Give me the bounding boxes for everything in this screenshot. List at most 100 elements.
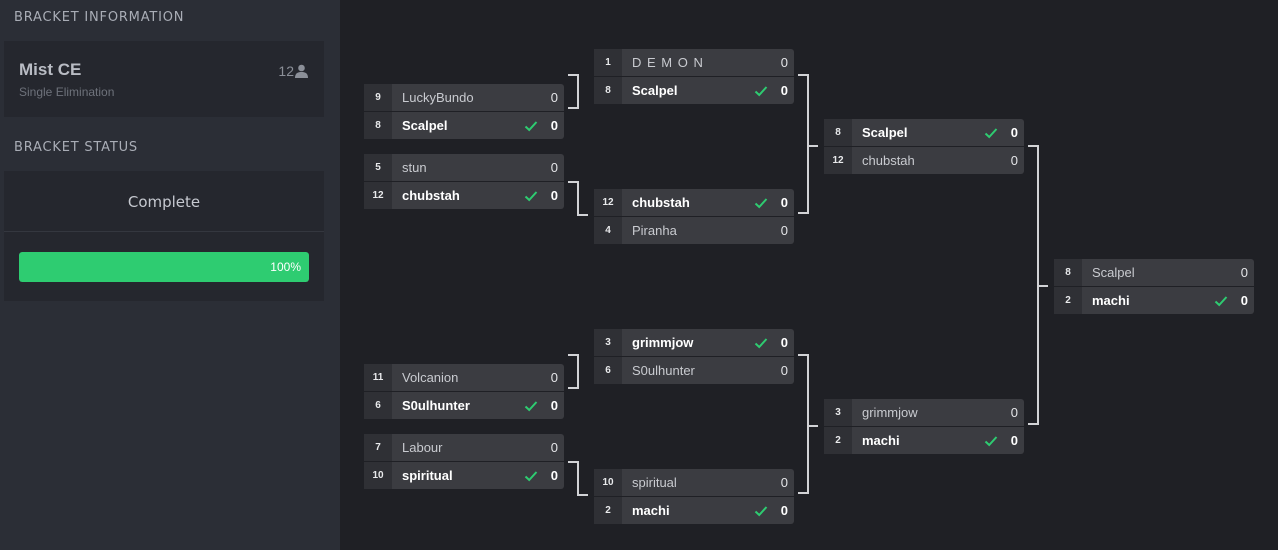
match-slot-top[interactable]: 5 stun 0 <box>364 154 564 181</box>
seed: 4 <box>594 217 622 244</box>
check-icon <box>754 337 768 348</box>
score: 0 <box>780 83 788 98</box>
participant-count: 12 <box>278 63 294 79</box>
score: 0 <box>1010 125 1018 140</box>
score: 0 <box>1010 433 1018 448</box>
participant-name: Scalpel <box>862 125 908 140</box>
score: 0 <box>1240 265 1248 280</box>
connector-r1-top <box>568 74 579 109</box>
participant-name: Volcanion <box>402 370 459 385</box>
participant-name: Piranha <box>632 223 677 238</box>
participant-name: LuckyBundo <box>402 90 474 105</box>
match-round-2: 10 spiritual 0 2 machi 0 <box>594 469 794 525</box>
match-slot-top[interactable]: 1 D E M O N 0 <box>594 49 794 76</box>
connector-r1-bottom <box>568 461 588 496</box>
score: 0 <box>550 188 558 203</box>
participant-name: spiritual <box>632 475 677 490</box>
check-icon <box>524 400 538 411</box>
score: 0 <box>780 223 788 238</box>
match-round-2: 3 grimmjow 0 6 S0ulhunter 0 <box>594 329 794 385</box>
match-round-1: 9 LuckyBundo 0 8 Scalpel 0 <box>364 84 564 140</box>
match-round-4: 8 Scalpel 0 2 machi 0 <box>1054 259 1254 315</box>
seed: 7 <box>364 434 392 461</box>
match-slot-top[interactable]: 3 grimmjow 0 <box>594 329 794 356</box>
bracket-information-heading: BRACKET INFORMATION <box>14 10 185 25</box>
match-slot-top[interactable]: 11 Volcanion 0 <box>364 364 564 391</box>
status-divider <box>4 231 324 232</box>
match-slot-bottom[interactable]: 6 S0ulhunter 0 <box>594 357 794 384</box>
match-round-1: 5 stun 0 12 chubstah 0 <box>364 154 564 210</box>
match-slot-top[interactable]: 12 chubstah 0 <box>594 189 794 216</box>
seed: 3 <box>824 399 852 426</box>
check-icon <box>754 505 768 516</box>
match-slot-top[interactable]: 8 Scalpel 0 <box>1054 259 1254 286</box>
participant-name: Scalpel <box>402 118 448 133</box>
seed: 8 <box>364 112 392 139</box>
progress-fill <box>19 252 309 282</box>
score: 0 <box>550 398 558 413</box>
match-slot-bottom[interactable]: 2 machi 0 <box>594 497 794 524</box>
progress-label: 100% <box>270 260 301 274</box>
match-slot-top[interactable]: 7 Labour 0 <box>364 434 564 461</box>
check-icon <box>984 435 998 446</box>
match-slot-bottom[interactable]: 6 S0ulhunter 0 <box>364 392 564 419</box>
score: 0 <box>1010 153 1018 168</box>
match-round-2: 1 D E M O N 0 8 Scalpel 0 <box>594 49 794 105</box>
match-slot-bottom[interactable]: 10 spiritual 0 <box>364 462 564 489</box>
seed: 2 <box>594 497 622 524</box>
match-round-1: 11 Volcanion 0 6 S0ulhunter 0 <box>364 364 564 420</box>
seed: 2 <box>1054 287 1082 314</box>
match-slot-bottom[interactable]: 12 chubstah 0 <box>824 147 1024 174</box>
check-icon <box>754 85 768 96</box>
match-slot-bottom[interactable]: 4 Piranha 0 <box>594 217 794 244</box>
participant-name: Scalpel <box>632 83 678 98</box>
score: 0 <box>550 160 558 175</box>
seed: 8 <box>594 77 622 104</box>
seed: 12 <box>594 189 622 216</box>
participant-name: S0ulhunter <box>632 363 695 378</box>
participant-name: chubstah <box>632 195 690 210</box>
progress-bar: 100% <box>19 252 309 282</box>
score: 0 <box>550 440 558 455</box>
bracket-status-heading: BRACKET STATUS <box>14 140 138 155</box>
check-icon <box>524 120 538 131</box>
participant-name: machi <box>632 503 670 518</box>
match-slot-bottom[interactable]: 12 chubstah 0 <box>364 182 564 209</box>
score: 0 <box>780 363 788 378</box>
score: 0 <box>550 90 558 105</box>
participant-name: chubstah <box>862 153 915 168</box>
participant-name: stun <box>402 160 427 175</box>
match-slot-bottom[interactable]: 8 Scalpel 0 <box>364 112 564 139</box>
match-slot-bottom[interactable]: 8 Scalpel 0 <box>594 77 794 104</box>
seed: 1 <box>594 49 622 76</box>
match-slot-top[interactable]: 8 Scalpel 0 <box>824 119 1024 146</box>
participant-name: Scalpel <box>1092 265 1135 280</box>
score: 0 <box>1240 293 1248 308</box>
sidebar: BRACKET INFORMATION Mist CE Single Elimi… <box>0 0 340 550</box>
check-icon <box>754 197 768 208</box>
connector-r2-bottom <box>798 354 818 494</box>
match-slot-top[interactable]: 3 grimmjow 0 <box>824 399 1024 426</box>
connector-r1-lower <box>568 354 579 389</box>
seed: 9 <box>364 84 392 111</box>
score: 0 <box>550 118 558 133</box>
match-slot-bottom[interactable]: 2 machi 0 <box>1054 287 1254 314</box>
participant-name: S0ulhunter <box>402 398 470 413</box>
match-round-1: 7 Labour 0 10 spiritual 0 <box>364 434 564 490</box>
score: 0 <box>780 335 788 350</box>
participant-name: Labour <box>402 440 443 455</box>
participant-name: chubstah <box>402 188 460 203</box>
participant-name: machi <box>862 433 900 448</box>
seed: 12 <box>364 182 392 209</box>
match-slot-bottom[interactable]: 2 machi 0 <box>824 427 1024 454</box>
match-slot-top[interactable]: 9 LuckyBundo 0 <box>364 84 564 111</box>
match-round-3: 3 grimmjow 0 2 machi 0 <box>824 399 1024 455</box>
match-slot-top[interactable]: 10 spiritual 0 <box>594 469 794 496</box>
participant-name: D E M O N <box>632 55 704 70</box>
connector-r3 <box>1028 145 1048 425</box>
seed: 8 <box>1054 259 1082 286</box>
user-icon <box>295 64 308 78</box>
seed: 8 <box>824 119 852 146</box>
match-round-2: 12 chubstah 0 4 Piranha 0 <box>594 189 794 245</box>
